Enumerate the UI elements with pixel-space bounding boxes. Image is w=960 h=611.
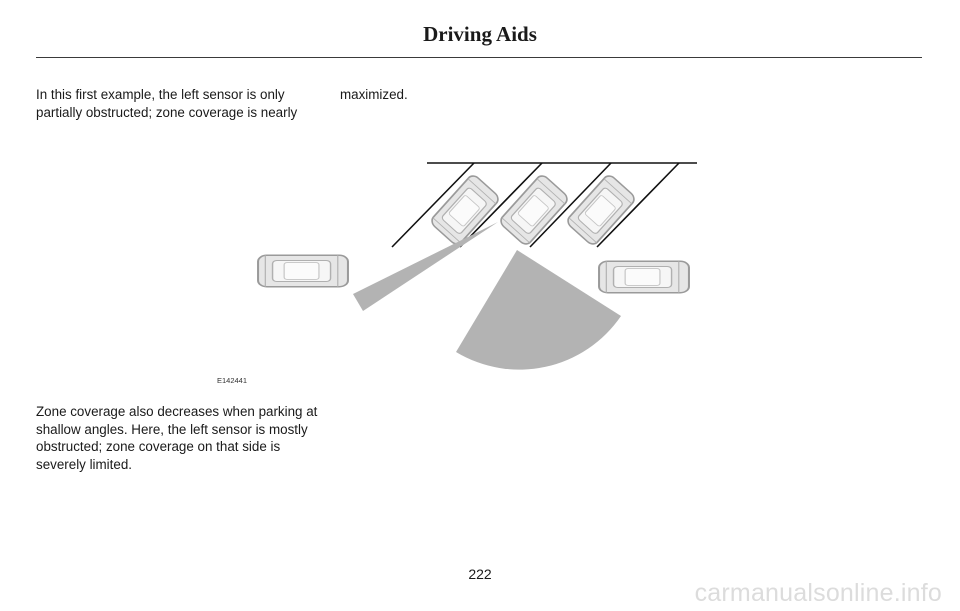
sensor-zone-icon: [353, 222, 621, 370]
section-title: Driving Aids: [423, 22, 537, 46]
parking-sensor-figure: [250, 150, 710, 390]
header-divider: [36, 57, 922, 58]
paragraph-first-example: In this first example, the left sensor i…: [36, 87, 298, 120]
site-watermark: carmanualsonline.info: [694, 579, 942, 607]
parking-line-icon: [391, 162, 697, 248]
paragraph-shallow-angle: Zone coverage also decreases when parkin…: [36, 404, 318, 472]
paragraph-first-example-continued: maximized.: [340, 87, 408, 102]
page-number: 222: [468, 566, 492, 582]
figure-reference-code: E142441: [217, 376, 248, 385]
